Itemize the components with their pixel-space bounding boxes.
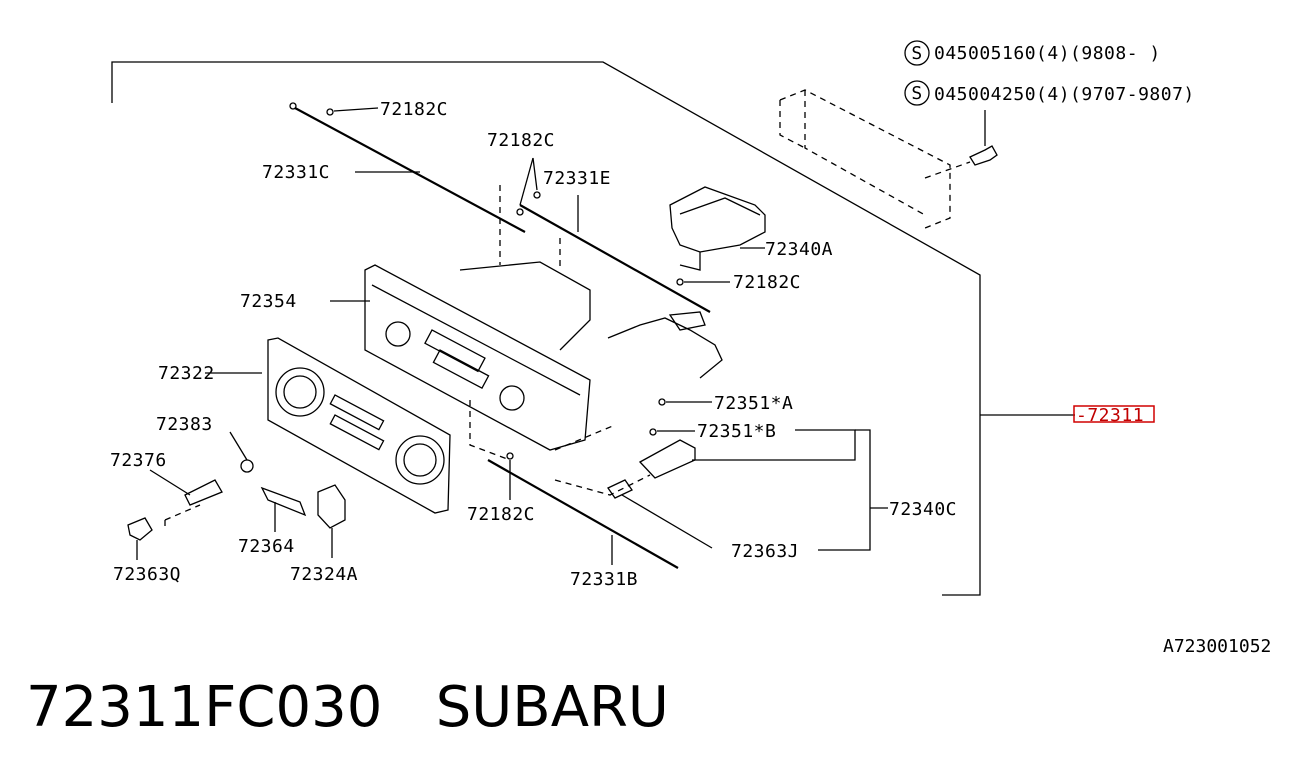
cable-72331b [487, 459, 679, 569]
label-72322: 72322 [158, 363, 215, 384]
label-72351a: 72351*A [714, 393, 793, 414]
cable-72331e [519, 204, 711, 313]
label-72363q: 72363Q [113, 564, 181, 585]
label-72324a: 72324A [290, 564, 358, 585]
label-72351b: 72351*B [697, 421, 776, 442]
label-72182c-bot: 72182C [467, 504, 535, 525]
label-72331c: 72331C [262, 162, 330, 183]
footer-title: 72311FC030 SUBARU [26, 680, 669, 736]
label-72182c-right: 72182C [733, 272, 801, 293]
label-72354: 72354 [240, 291, 297, 312]
label-72364: 72364 [238, 536, 295, 557]
part-number: 72311FC030 [26, 675, 383, 740]
front-panel-72322 [267, 337, 451, 514]
bulb-72376 [184, 479, 223, 506]
label-72331e: 72331E [543, 168, 611, 189]
label-72376: 72376 [110, 450, 167, 471]
label-72340a: 72340A [765, 239, 833, 260]
lens-72364 [260, 486, 307, 517]
knob-72324a [317, 484, 346, 529]
s-mark-a: S [911, 43, 922, 64]
label-72331b: 72331B [570, 569, 638, 590]
connector-72340c [638, 439, 696, 479]
actuator-72340a [669, 186, 766, 271]
brand-name: SUBARU [435, 675, 669, 740]
label-screw-b: 045004250(4)(9707-9807) [934, 84, 1195, 105]
label-72340c: 72340C [889, 499, 957, 520]
control-body-72354 [364, 261, 591, 451]
screw-icon [969, 110, 998, 166]
label-72182c-top: 72182C [380, 99, 448, 120]
label-72182c-mid: 72182C [487, 130, 555, 151]
cable-72331c [294, 107, 526, 233]
s-mark-b: S [911, 83, 922, 104]
assembly-bracket [111, 61, 981, 596]
socket-72363q [127, 517, 153, 541]
label-72311: -72311 [1076, 405, 1144, 426]
label-72383: 72383 [156, 414, 213, 435]
label-72363j: 72363J [731, 541, 799, 562]
diagram-reference-code: A723001052 [1163, 636, 1272, 657]
label-screw-a: 045005160(4)(9808- ) [934, 43, 1161, 64]
